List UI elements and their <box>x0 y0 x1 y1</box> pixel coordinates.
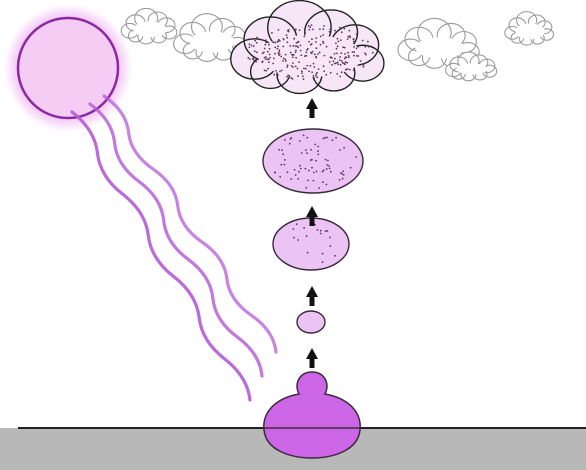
droplet-icon <box>297 311 325 333</box>
background-cloud <box>121 8 177 43</box>
sun-ray <box>104 96 276 352</box>
sun-icon <box>4 4 132 132</box>
arrow-up-icon <box>306 98 318 118</box>
sun-rays <box>72 96 276 400</box>
arrow-up-icon <box>306 348 318 368</box>
background-cloud <box>505 12 554 45</box>
sun-ray <box>72 112 250 400</box>
droplet-icon <box>263 129 363 193</box>
cloud-icon <box>231 1 384 94</box>
sun-ray <box>90 104 262 376</box>
arrow-up-icon <box>306 286 318 306</box>
evaporating-water <box>262 372 362 458</box>
